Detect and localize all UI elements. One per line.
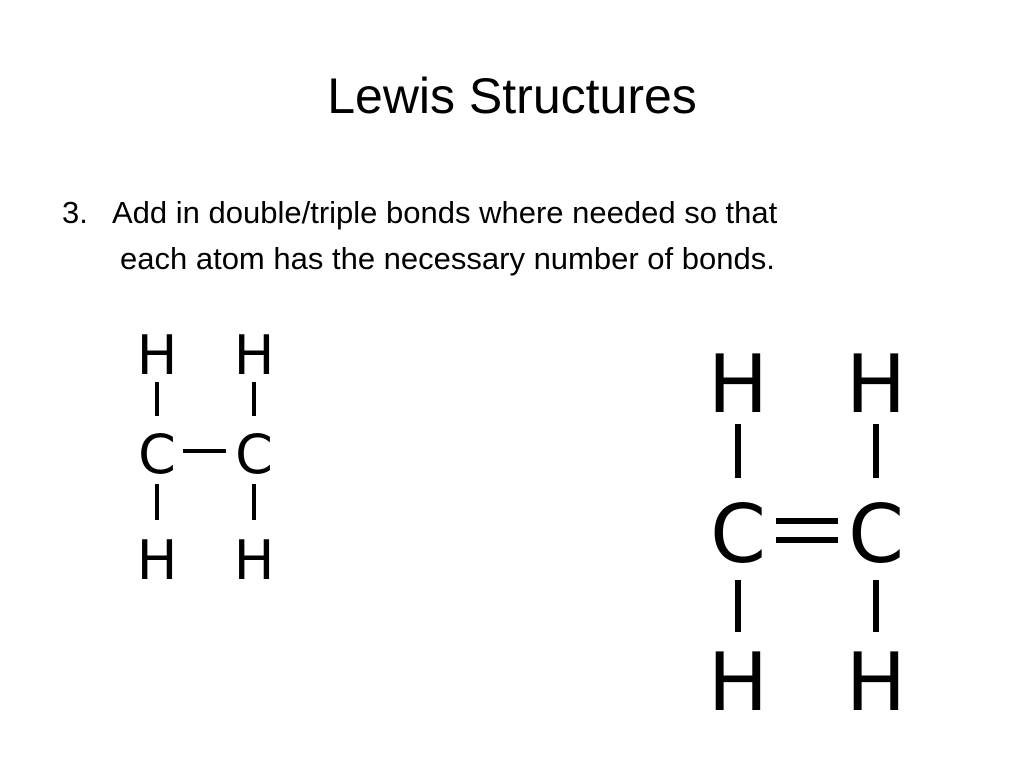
step-text-line1: Add in double/triple bonds where needed … xyxy=(112,195,778,230)
step-instruction: 3. Add in double/triple bonds where neede… xyxy=(62,190,962,282)
atom-c-left: C xyxy=(710,488,766,581)
atom-h-top-right: H xyxy=(846,338,906,431)
atom-h-bottom-left: H xyxy=(137,529,178,592)
single-bond-structure: H H C C H H xyxy=(137,324,275,592)
atom-c-right: C xyxy=(235,423,273,486)
atom-c-right: C xyxy=(848,488,904,581)
atom-h-bottom-left: H xyxy=(708,636,768,729)
atom-c-left: C xyxy=(138,423,176,486)
atom-h-top-left: H xyxy=(708,338,768,431)
double-bond-structure: H H C C H H xyxy=(708,338,906,729)
slide-title: Lewis Structures xyxy=(327,68,697,124)
atom-h-top-left: H xyxy=(137,324,178,387)
step-number: 3. xyxy=(62,195,88,230)
atom-h-bottom-right: H xyxy=(846,636,906,729)
atom-h-top-right: H xyxy=(234,324,275,387)
atom-h-bottom-right: H xyxy=(234,529,275,592)
step-text-line2: each atom has the necessary number of bo… xyxy=(120,241,775,276)
